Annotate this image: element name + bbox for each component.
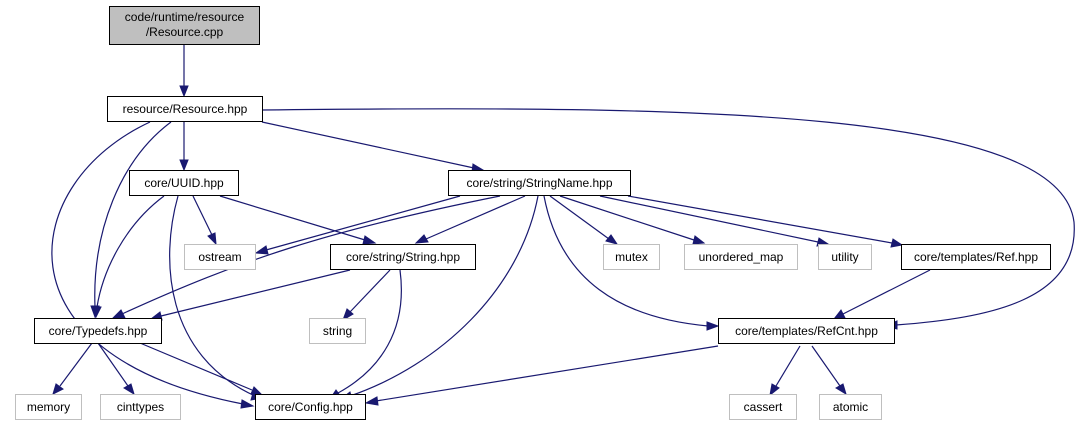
node-label: core/string/StringName.hpp xyxy=(466,176,612,190)
arrow-stringname-to-refcnt xyxy=(706,321,720,331)
arrow-typedefs-to-config xyxy=(250,386,264,396)
arrow-refcnt-to-cassert xyxy=(769,383,780,397)
edge-resource-hpp-to-typedefs xyxy=(94,121,172,308)
node-label: string xyxy=(323,324,352,338)
node-utility[interactable] xyxy=(818,244,872,270)
edge-uuid-to-config xyxy=(169,195,256,397)
node-typedefs-hpp[interactable] xyxy=(34,318,162,344)
nodes: code/runtime/resource /Resource.cpp reso… xyxy=(15,6,1051,420)
edge-stringname-to-unordered-map xyxy=(559,195,695,241)
node-label: code/runtime/resource xyxy=(125,10,245,24)
node-label: atomic xyxy=(833,400,868,414)
edge-resource-hpp-to-refcnt xyxy=(261,108,1075,326)
node-memory[interactable] xyxy=(15,394,82,420)
node-ref-hpp[interactable] xyxy=(901,244,1051,270)
edge-string-hpp-to-config xyxy=(337,269,402,394)
edge-resource-hpp-to-config xyxy=(51,121,244,405)
edge-refcnt-to-cassert xyxy=(775,345,801,387)
edge-stringname-to-ostream xyxy=(265,195,461,251)
node-config-hpp[interactable] xyxy=(255,394,366,420)
edge-string-hpp-to-string xyxy=(349,269,391,313)
node-cinttypes[interactable] xyxy=(100,394,181,420)
arrow-stringname-to-ostream xyxy=(254,245,269,255)
edge-stringname-to-mutex xyxy=(549,195,610,240)
node-resource-cpp[interactable] xyxy=(109,6,260,45)
node-label: core/Typedefs.hpp xyxy=(49,324,148,338)
node-mutex[interactable] xyxy=(603,244,660,270)
arrow-uuid-to-ostream xyxy=(207,232,217,246)
arrow-refcnt-to-config xyxy=(364,396,379,406)
edge-refcnt-to-atomic xyxy=(811,345,841,387)
node-stringname-hpp[interactable] xyxy=(448,170,631,196)
node-resource-hpp[interactable] xyxy=(107,96,263,122)
arrow-string-hpp-to-string xyxy=(342,308,354,322)
edge-string-hpp-to-typedefs xyxy=(160,269,351,317)
edge-ref-to-refcnt xyxy=(842,269,931,315)
node-label: resource/Resource.hpp xyxy=(123,102,248,116)
edge-uuid-to-ostream xyxy=(192,195,213,236)
edge-typedefs-to-memory xyxy=(59,342,93,387)
edge-typedefs-to-config xyxy=(139,342,253,391)
arrow-stringname-to-typedefs xyxy=(111,309,126,319)
node-label: memory xyxy=(27,400,70,414)
arrow-typedefs-to-cinttypes xyxy=(123,383,135,396)
edge-stringname-to-typedefs xyxy=(121,195,501,315)
edge-resource-hpp-to-stringname xyxy=(261,121,475,169)
arrow-uuid-to-string-hpp xyxy=(362,235,377,245)
arrow-uuid-to-typedefs xyxy=(92,305,102,319)
node-label: core/UUID.hpp xyxy=(144,176,224,190)
edge-uuid-to-string-hpp xyxy=(219,195,366,241)
node-label: mutex xyxy=(615,250,648,264)
edge-stringname-to-config xyxy=(349,195,539,397)
node-label: core/templates/Ref.hpp xyxy=(914,250,1038,264)
arrow-typedefs-to-memory xyxy=(52,383,64,395)
arrow-resource-hpp-to-uuid xyxy=(179,159,189,172)
node-label: unordered_map xyxy=(699,250,784,264)
node-label: core/templates/RefCnt.hpp xyxy=(735,324,878,338)
node-string[interactable] xyxy=(309,318,366,344)
edge-stringname-to-utility xyxy=(599,195,819,243)
node-cassert[interactable] xyxy=(729,394,797,420)
edge-uuid-to-typedefs xyxy=(96,195,165,308)
edges xyxy=(51,45,1075,409)
edge-stringname-to-refcnt xyxy=(543,195,709,327)
node-atomic[interactable] xyxy=(819,394,882,420)
node-label: cassert xyxy=(744,400,783,414)
node-ostream[interactable] xyxy=(184,244,256,270)
node-unordered-map[interactable] xyxy=(684,244,798,270)
arrow-stringname-to-mutex xyxy=(605,234,619,245)
edge-typedefs-to-cinttypes xyxy=(97,342,129,387)
node-label: utility xyxy=(831,250,858,264)
node-label: core/string/String.hpp xyxy=(346,250,460,264)
edge-stringname-to-string-hpp xyxy=(425,195,526,240)
arrow-ref-to-refcnt xyxy=(832,309,846,320)
arrow-resource-cpp-to-resource-hpp xyxy=(179,85,189,98)
node-refcnt-hpp[interactable] xyxy=(718,318,895,344)
edge-stringname-to-ref xyxy=(627,195,893,244)
node-label: /Resource.cpp xyxy=(146,25,224,39)
arrow-stringname-to-unordered-map xyxy=(692,235,706,245)
node-string-hpp[interactable] xyxy=(330,244,476,270)
node-label: ostream xyxy=(198,250,241,264)
arrow-stringname-to-string-hpp xyxy=(414,234,429,244)
node-uuid-hpp[interactable] xyxy=(129,170,239,196)
node-label: cinttypes xyxy=(117,400,164,414)
arrow-refcnt-to-atomic xyxy=(835,383,847,396)
edge-refcnt-to-config xyxy=(375,345,719,402)
arrow-stringname-to-ref xyxy=(890,238,904,248)
node-label: core/Config.hpp xyxy=(268,400,353,414)
arrow-resource-hpp-to-config xyxy=(240,399,255,409)
